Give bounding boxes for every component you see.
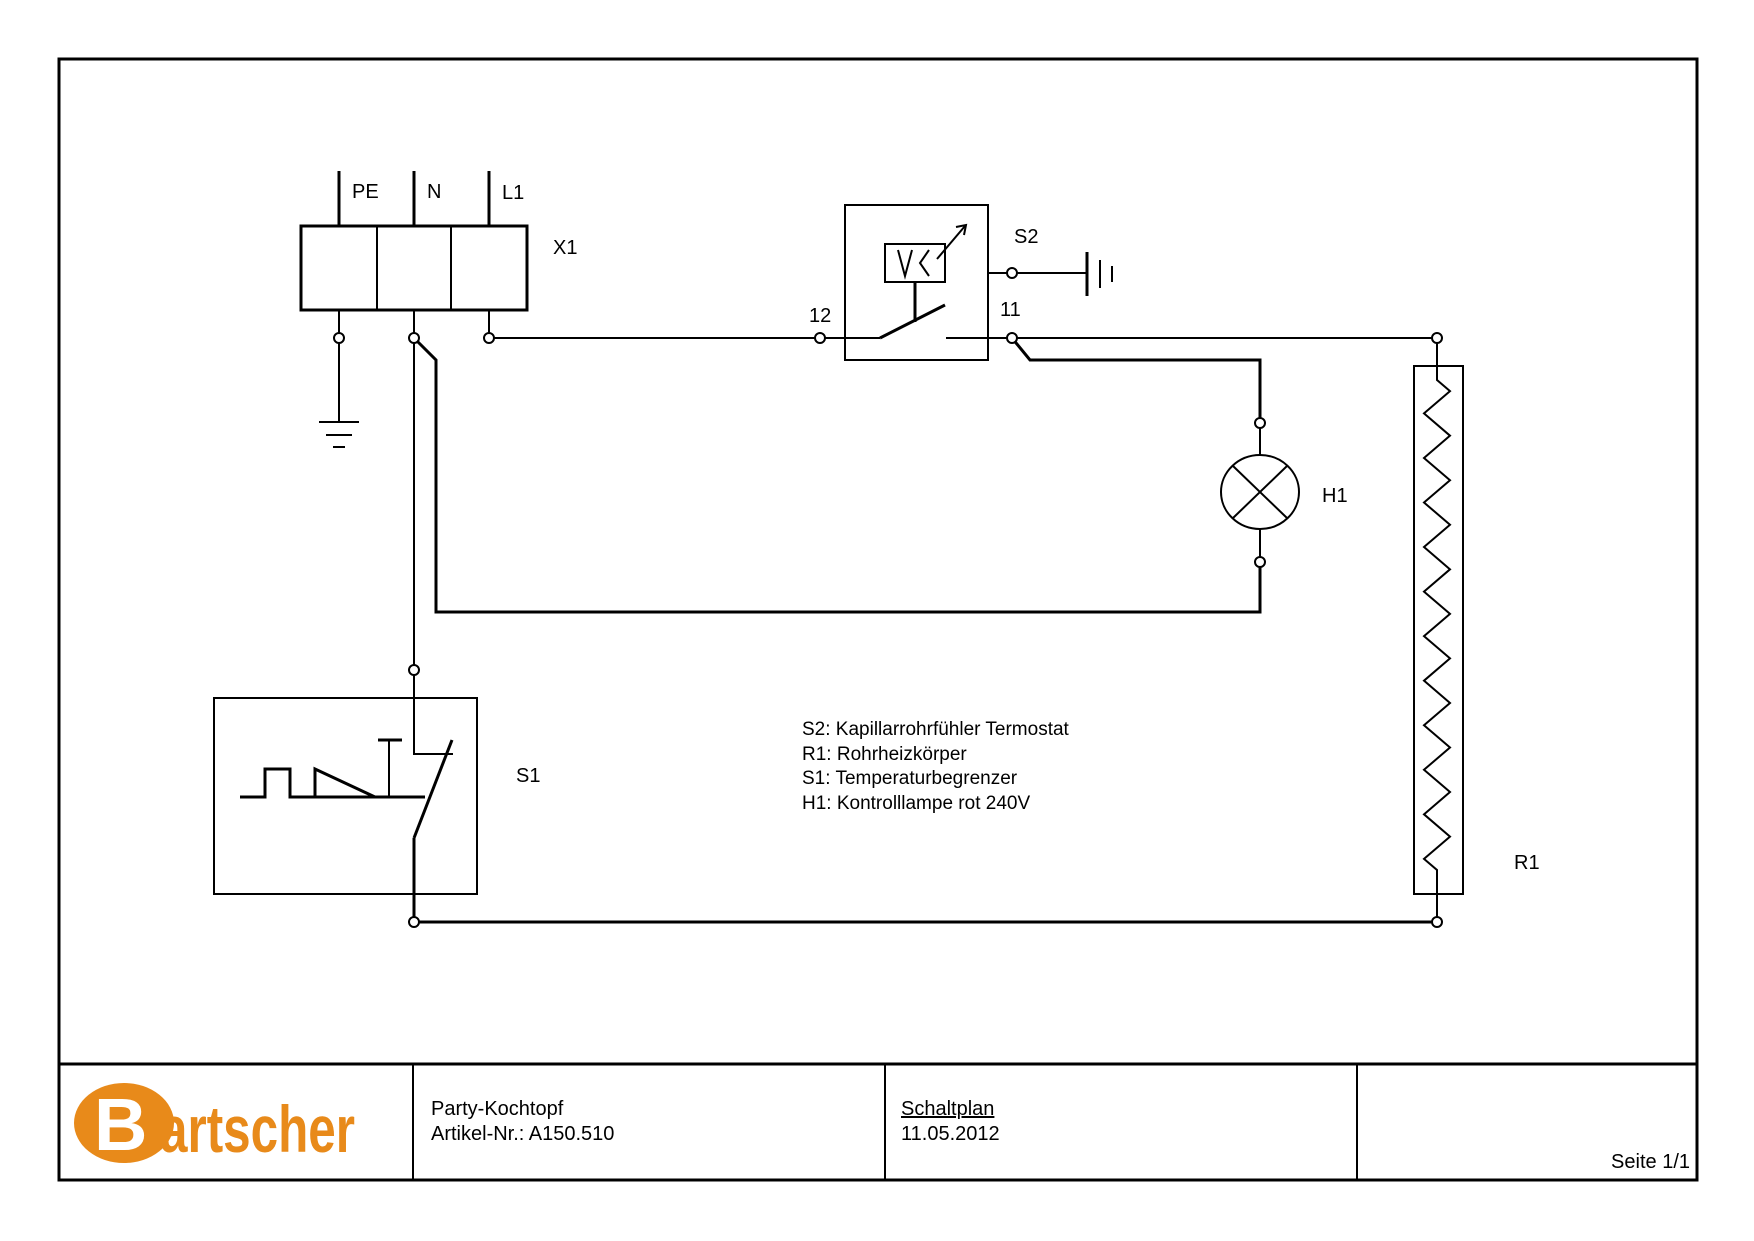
logo-b-letter: B <box>94 1083 147 1166</box>
article-number: Artikel-Nr.: A150.510 <box>431 1123 615 1145</box>
bartscher-logo: B artscher <box>74 1083 355 1166</box>
terminal-l1 <box>483 332 495 344</box>
document-date: 11.05.2012 <box>901 1123 1000 1145</box>
document-type: Schaltplan <box>901 1098 995 1120</box>
label-pe: PE <box>352 181 379 203</box>
terminal-h1-bottom <box>1254 556 1266 568</box>
capillary-sensor-symbol <box>1017 252 1113 296</box>
label-s1: S1 <box>516 765 540 787</box>
legend-item: R1: Rohrheizkörper <box>802 744 967 765</box>
terminal-pe <box>333 332 345 344</box>
page-number: Seite 1/1 <box>1611 1151 1690 1173</box>
terminal-r1-top <box>1431 332 1443 344</box>
legend: S2: Kapillarrohrfühler Termostat R1: Roh… <box>802 719 1070 814</box>
wire-n-to-lamp <box>412 336 1262 614</box>
legend-item: S1: Temperaturbegrenzer <box>802 768 1018 789</box>
terminal-r1-bottom <box>1431 916 1443 928</box>
label-n: N <box>427 181 441 203</box>
ground-symbol-pe <box>319 343 359 448</box>
label-h1: H1 <box>1322 485 1348 507</box>
legend-item: H1: Kontrolllampe rot 240V <box>802 793 1030 814</box>
terminal-s2-sensor <box>1006 267 1018 279</box>
product-name: Party-Kochtopf <box>431 1098 564 1120</box>
terminal-s1-bottom <box>408 916 420 928</box>
terminal-11 <box>1006 332 1018 344</box>
heater-r1 <box>1413 338 1464 922</box>
wire-s2-to-lamp <box>1010 337 1262 418</box>
limiter-s1 <box>213 675 478 917</box>
label-r1: R1 <box>1514 852 1540 874</box>
terminal-12 <box>814 332 826 344</box>
label-contact-12: 12 <box>809 305 831 327</box>
thermostat-contact <box>879 303 946 340</box>
limiter-contact <box>412 739 454 839</box>
logo-b-badge <box>74 1083 174 1163</box>
drawing-frame <box>57 57 1699 1182</box>
label-contact-11: 11 <box>1000 299 1021 321</box>
terminal-block-x1 <box>299 171 529 333</box>
adjust-arrow <box>936 225 966 260</box>
terminal-s1-top <box>408 664 420 676</box>
label-s2: S2 <box>1014 226 1038 248</box>
lamp-h1 <box>1220 428 1300 557</box>
label-x1: X1 <box>553 237 577 259</box>
terminal-h1-top <box>1254 417 1266 429</box>
legend-item: S2: Kapillarrohrfühler Termostat <box>802 719 1070 740</box>
sensor-box <box>884 243 946 283</box>
terminal-n <box>408 332 420 344</box>
label-l1: L1 <box>502 182 524 204</box>
logo-wordmark: artscher <box>160 1092 355 1166</box>
thermostat-s2 <box>844 204 1007 361</box>
